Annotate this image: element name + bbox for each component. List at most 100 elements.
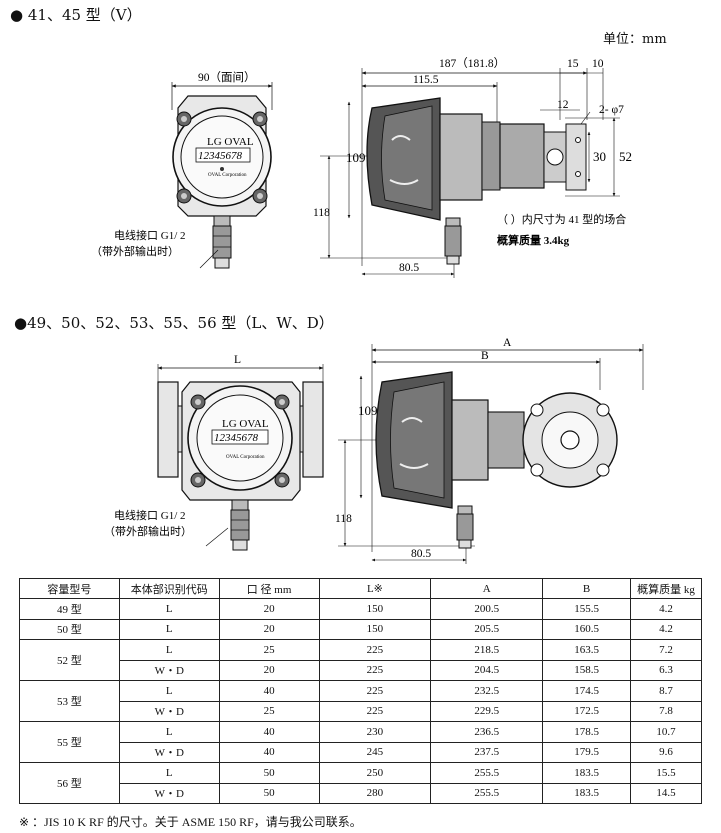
model-cell: 56 型 [19, 762, 120, 804]
b-cell: 172.5 [542, 700, 632, 722]
code-cell: L [118, 680, 220, 702]
table-row: W・D 25 225 229.5 172.5 7.8 [20, 700, 702, 722]
a-cell: 200.5 [430, 598, 544, 620]
footnote: ※ ：JIS 10 K RF 的尺寸。关于 ASME 150 RF，请与我公司联… [19, 815, 362, 829]
code-cell: L [118, 639, 220, 661]
section2-drawing: L LG OVAL 12345678 OVAL Corporation 电线接口… [104, 337, 644, 564]
code-cell: W・D [118, 782, 220, 804]
a-cell: 204.5 [430, 659, 544, 681]
model-cell: 53 型 [19, 680, 120, 722]
table-row: 50 型 L 20 150 205.5 160.5 4.2 [19, 618, 702, 640]
b-cell: 183.5 [542, 762, 632, 784]
model-cell: 52 型 [19, 639, 120, 681]
b-cell: 178.5 [542, 721, 632, 743]
table-row: 52 型 L 25 225 218.5 163.5 7.2 [19, 639, 702, 681]
code-cell: W・D [118, 741, 220, 763]
dim-15: 15 [567, 58, 579, 70]
weight-41: 概算质量 3.4kg [497, 233, 570, 247]
dim-118-2: 118 [335, 513, 352, 525]
a-cell: 232.5 [430, 680, 544, 702]
code-cell: W・D [118, 659, 220, 681]
section2-title: ●49、50、52、53、55、56 型（L、W、D） [14, 314, 334, 332]
cable-note-1: （带外部输出时） [91, 244, 179, 258]
weight-cell: 9.6 [630, 741, 702, 763]
model-cell: 50 型 [19, 618, 120, 640]
dim-109-1: 109 [346, 150, 366, 165]
header-bore: 口 径 mm [218, 578, 320, 599]
code-cell: L [118, 618, 220, 640]
b-cell: 163.5 [542, 639, 632, 661]
header-code: 本体部识别代码 [118, 578, 220, 599]
note-41: （ ）内尺寸为 41 型的场合 [497, 212, 626, 226]
b-cell: 183.5 [542, 782, 632, 804]
dim-30: 30 [593, 149, 606, 164]
weight-cell: 15.5 [630, 762, 702, 784]
b-cell: 160.5 [542, 618, 632, 640]
bore-cell: 20 [218, 659, 320, 681]
header-A: A [430, 578, 544, 599]
a-cell: 218.5 [430, 639, 544, 661]
cable-label-2: 电线接口 G1/ 2 [114, 508, 186, 522]
bore-cell: 40 [218, 721, 320, 743]
header-B: B [542, 578, 632, 599]
l-cell: 225 [318, 700, 432, 722]
b-cell: 155.5 [542, 598, 632, 620]
front-view-49: L LG OVAL 12345678 OVAL Corporation [157, 354, 324, 551]
dim-overall: 187（181.8） [439, 57, 505, 70]
a-cell: 236.5 [430, 721, 544, 743]
display-digits-2: 12345678 [214, 432, 259, 444]
a-cell: 255.5 [430, 782, 544, 804]
table-row: 49 型 L 20 150 200.5 155.5 4.2 [19, 598, 702, 620]
l-cell: 230 [318, 721, 432, 743]
bore-cell: 40 [218, 741, 320, 763]
bore-cell: 20 [218, 618, 320, 640]
display-small: OVAL Corporation [208, 173, 247, 178]
l-cell: 150 [318, 598, 432, 620]
l-cell: 250 [318, 762, 432, 784]
table-row: 56 型 L 50 250 255.5 183.5 15.5 [19, 762, 702, 804]
display-brand-2: LG OVAL [222, 418, 269, 430]
weight-cell: 4.2 [630, 618, 702, 640]
table-row: W・D 50 280 255.5 183.5 14.5 [20, 782, 702, 804]
dim-face-width: 90（面间） [198, 71, 256, 84]
l-cell: 245 [318, 741, 432, 763]
code-cell: L [118, 598, 220, 620]
a-cell: 255.5 [430, 762, 544, 784]
dim-109-2: 109 [358, 403, 378, 418]
cable-label-1: 电线接口 G1/ 2 [114, 228, 186, 242]
table-row: 53 型 L 40 225 232.5 174.5 8.7 [19, 680, 702, 722]
table-row: W・D 40 245 237.5 179.5 9.6 [20, 741, 702, 763]
display-brand: LG OVAL [207, 136, 254, 148]
weight-cell: 7.8 [630, 700, 702, 722]
bore-cell: 25 [218, 639, 320, 661]
header-weight: 概算质量 kg [630, 578, 702, 599]
display-small-2: OVAL Corporation [226, 455, 265, 460]
weight-cell: 7.2 [630, 639, 702, 661]
a-cell: 229.5 [430, 700, 544, 722]
table-row: W・D 20 225 204.5 158.5 6.3 [20, 659, 702, 681]
weight-cell: 14.5 [630, 782, 702, 804]
table-row: 55 型 L 40 230 236.5 178.5 10.7 [19, 721, 702, 763]
l-cell: 225 [318, 639, 432, 661]
l-cell: 280 [318, 782, 432, 804]
dim-holes: 2- φ7 [599, 104, 624, 116]
code-cell: L [118, 762, 220, 784]
dim-10: 10 [592, 58, 604, 70]
bore-cell: 40 [218, 680, 320, 702]
dim-118-1: 118 [313, 207, 330, 219]
cable-note-2: （带外部输出时） [104, 524, 192, 538]
bore-cell: 25 [218, 700, 320, 722]
dim-80-1: 80.5 [399, 262, 419, 274]
dim-80-2: 80.5 [411, 548, 431, 560]
dim-L: L [234, 354, 241, 366]
side-view-49: A B 109 118 80.5 [335, 337, 644, 564]
bore-cell: 50 [218, 782, 320, 804]
bore-cell: 20 [218, 598, 320, 620]
unit-label: 单位：mm [603, 32, 667, 47]
dim-12: 12 [557, 99, 569, 111]
section1-drawing: 90（面间） LG OVAL 12345678 OVAL Corporation… [91, 57, 632, 278]
b-cell: 158.5 [542, 659, 632, 681]
weight-cell: 4.2 [630, 598, 702, 620]
l-cell: 225 [318, 659, 432, 681]
table-header-row: 容量型号 本体部识别代码 口 径 mm L※ A B 概算质量 kg [19, 578, 702, 599]
